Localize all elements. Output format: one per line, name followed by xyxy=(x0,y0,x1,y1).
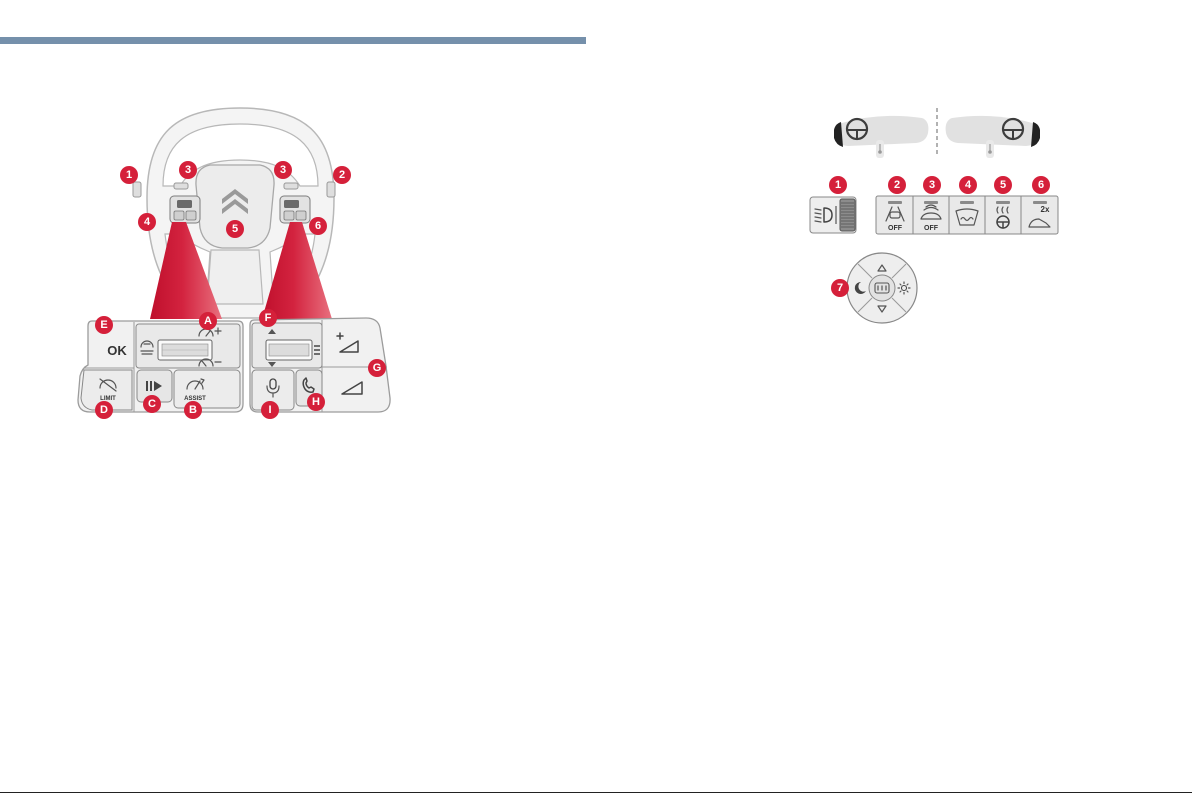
callout-label: G xyxy=(373,362,382,374)
headlamp-adjust-control xyxy=(810,197,856,233)
callout-E: E xyxy=(95,316,113,334)
callout-label: 7 xyxy=(837,282,843,294)
callout-wheel-3-left: 3 xyxy=(179,161,197,179)
callout-D: D xyxy=(95,401,113,419)
left-switch-panel: OK xyxy=(78,321,243,412)
callout-wheel-5: 5 xyxy=(226,220,244,238)
left-roller-box xyxy=(136,324,240,368)
callout-label: 6 xyxy=(315,220,321,232)
right-hand-drive-dashboard-icon xyxy=(946,116,1040,158)
alarm-press-label: 2x xyxy=(1041,205,1050,214)
callout-label: 2 xyxy=(339,169,345,181)
callout-label: 1 xyxy=(126,169,132,181)
limit-button-label: LIMIT xyxy=(100,396,116,402)
callout-label: C xyxy=(148,398,156,410)
right-roller-box xyxy=(252,323,322,368)
lane-assist-off-label: OFF xyxy=(888,225,903,232)
callout-G: G xyxy=(368,359,386,377)
callout-label: 2 xyxy=(894,179,900,191)
callout-label: 3 xyxy=(280,164,286,176)
callout-wheel-4: 4 xyxy=(138,213,156,231)
callout-label: 5 xyxy=(232,223,238,235)
callout-dash-5: 5 xyxy=(994,176,1012,194)
left-hand-drive-dashboard-icon xyxy=(834,116,928,158)
callout-label: A xyxy=(204,315,212,327)
callout-label: D xyxy=(100,404,108,416)
callout-F: F xyxy=(259,309,277,327)
callout-label: 5 xyxy=(1000,179,1006,191)
callout-label: 4 xyxy=(144,216,151,228)
dashboard-button-strip: OFF OFF 2x xyxy=(876,196,1058,234)
callout-dash-6: 6 xyxy=(1032,176,1050,194)
callout-label: 1 xyxy=(835,179,841,191)
left-wheel-switch xyxy=(170,196,200,223)
left-upper-control xyxy=(174,183,188,189)
right-wheel-switch xyxy=(280,196,310,223)
thumbwheel xyxy=(840,199,855,231)
callout-A: A xyxy=(199,312,217,330)
callout-label: 4 xyxy=(965,179,972,191)
callout-wheel-6: 6 xyxy=(309,217,327,235)
callout-dash-3: 3 xyxy=(923,176,941,194)
callout-dash-4: 4 xyxy=(959,176,977,194)
callout-label: E xyxy=(100,319,107,331)
assist-button-label: ASSIST xyxy=(184,396,206,402)
lighting-dial xyxy=(847,253,917,323)
callout-dash-1: 1 xyxy=(829,176,847,194)
callout-wheel-3-right: 3 xyxy=(274,161,292,179)
left-paddle xyxy=(133,182,141,197)
callout-H: H xyxy=(307,393,325,411)
right-upper-control xyxy=(284,183,298,189)
callout-label: H xyxy=(312,396,320,408)
callout-label: B xyxy=(189,404,197,416)
callout-I: I xyxy=(261,401,279,419)
callout-label: 3 xyxy=(929,179,935,191)
callout-label: 3 xyxy=(185,164,191,176)
callout-dash-7: 7 xyxy=(831,279,849,297)
ok-button-label: OK xyxy=(107,343,127,358)
callout-wheel-2: 2 xyxy=(333,166,351,184)
wheel-lower-spoke xyxy=(207,250,263,304)
callout-label: I xyxy=(268,404,271,416)
callout-wheel-1: 1 xyxy=(120,166,138,184)
callout-C: C xyxy=(143,395,161,413)
callout-label: F xyxy=(265,312,272,324)
callout-dash-2: 2 xyxy=(888,176,906,194)
right-paddle xyxy=(327,182,335,197)
callout-label: 6 xyxy=(1038,179,1044,191)
assist-button: ASSIST xyxy=(174,370,240,408)
callout-B: B xyxy=(184,401,202,419)
park-sensors-off-label: OFF xyxy=(924,225,939,232)
